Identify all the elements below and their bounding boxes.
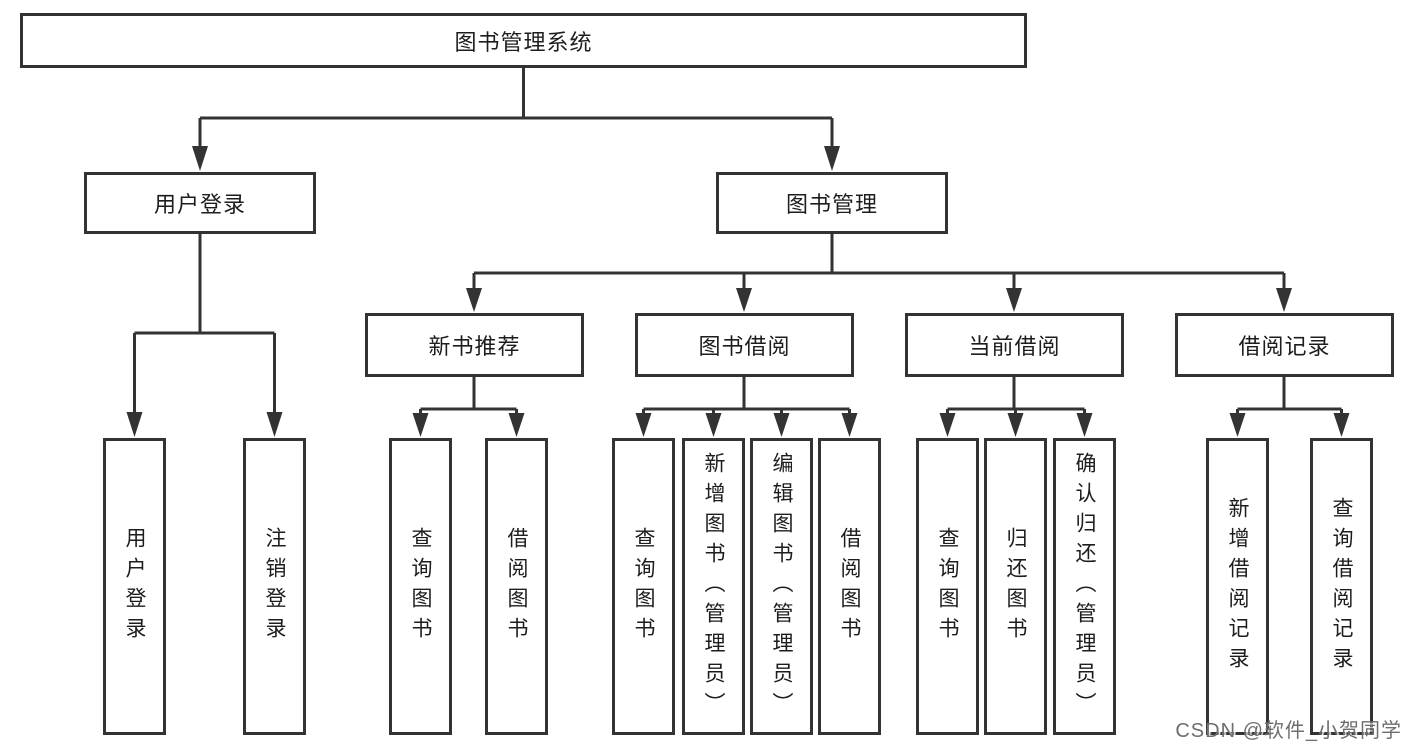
leaf-label: 借阅图书 <box>505 526 528 647</box>
leaf-confirm-return-admin: 确认归还（管理员） <box>1053 438 1116 735</box>
leaf-label: 借阅图书 <box>838 526 861 647</box>
node-label: 图书管理系统 <box>454 29 593 55</box>
leaf-label: 新增图书（管理员） <box>702 451 725 722</box>
leaf-edit-books-admin: 编辑图书（管理员） <box>750 438 813 735</box>
leaf-label: 归还图书 <box>1004 526 1027 647</box>
node-label: 图书管理 <box>785 192 878 217</box>
leaf-query-books-current: 查询图书 <box>916 438 979 735</box>
leaf-return-books: 归还图书 <box>984 438 1047 735</box>
leaf-query-books-borrow: 查询图书 <box>612 438 675 735</box>
leaf-query-borrow-record: 查询借阅记录 <box>1310 438 1373 735</box>
leaf-label: 查询借阅记录 <box>1330 496 1353 677</box>
node-label: 当前借阅 <box>968 334 1061 359</box>
leaf-borrow-books: 借阅图书 <box>818 438 881 735</box>
node-label: 借阅记录 <box>1238 334 1331 359</box>
leaf-add-borrow-record: 新增借阅记录 <box>1206 438 1269 735</box>
node-library-management-system: 图书管理系统 <box>20 13 1027 68</box>
leaf-label: 确认归还（管理员） <box>1073 451 1096 722</box>
node-user-login: 用户登录 <box>84 172 316 234</box>
leaf-user-login: 用户登录 <box>103 438 166 735</box>
node-borrowing-records: 借阅记录 <box>1175 313 1394 377</box>
leaf-logout-login: 注销登录 <box>243 438 306 735</box>
leaf-label: 注销登录 <box>263 526 286 647</box>
node-current-borrowing: 当前借阅 <box>905 313 1124 377</box>
leaf-borrow-books-recommend: 借阅图书 <box>485 438 548 735</box>
leaf-label: 用户登录 <box>123 526 146 647</box>
leaf-label: 查询图书 <box>632 526 655 647</box>
node-book-borrowing: 图书借阅 <box>635 313 854 377</box>
arrowheads <box>126 146 1350 437</box>
node-label: 图书借阅 <box>698 334 791 359</box>
leaf-label: 查询图书 <box>936 526 959 647</box>
leaf-label: 编辑图书（管理员） <box>770 451 793 722</box>
leaf-add-books-admin: 新增图书（管理员） <box>682 438 745 735</box>
node-new-book-recommendation: 新书推荐 <box>365 313 584 377</box>
leaf-label: 新增借阅记录 <box>1226 496 1249 677</box>
node-label: 用户登录 <box>153 192 246 217</box>
leaf-query-books-recommend: 查询图书 <box>389 438 452 735</box>
watermark-text: CSDN @软件_小贺同学 <box>1175 720 1402 742</box>
node-label: 新书推荐 <box>428 334 521 359</box>
node-book-management: 图书管理 <box>716 172 948 234</box>
leaf-label: 查询图书 <box>409 526 432 647</box>
